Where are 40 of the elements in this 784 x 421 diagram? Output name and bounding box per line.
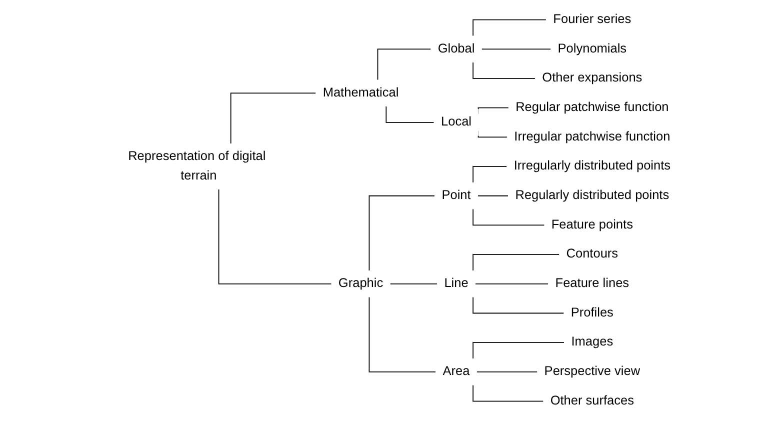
node-text: Contours: [566, 246, 618, 262]
node-text: Area: [442, 364, 470, 378]
node-text: Other expansions: [542, 70, 642, 86]
node-text: Profiles: [570, 305, 614, 320]
connector: [389, 283, 438, 284]
connector: [480, 48, 551, 50]
node-text: Irregular patchwise function: [514, 129, 670, 144]
node-text: Point: [442, 188, 471, 202]
node-text: Perspective view: [544, 364, 640, 378]
connector: [368, 195, 435, 271]
connector: [476, 371, 538, 372]
connector: [474, 283, 548, 284]
connector: [472, 19, 546, 36]
connector: [368, 296, 436, 372]
connector: [377, 48, 431, 80]
node-text: Graphic: [338, 276, 384, 290]
node-text: Polynomials: [558, 41, 626, 56]
node-text: Feature points: [551, 217, 633, 232]
connector: [472, 208, 545, 226]
connector: [477, 195, 508, 196]
node-text: Feature lines: [555, 276, 629, 290]
node-text: Mathematical: [322, 85, 399, 100]
connector: [230, 92, 316, 144]
node-text: Fourier series: [553, 12, 632, 26]
node-text: Global: [438, 41, 475, 56]
node-text: Representation of digital terrain: [128, 149, 266, 183]
connector: [472, 296, 564, 314]
node-text: Line: [444, 276, 468, 290]
connector: [472, 166, 507, 183]
connector: [386, 106, 434, 123]
node-text: Irregularly distributed points: [514, 158, 670, 174]
connector: [472, 62, 536, 79]
connector: [472, 254, 560, 271]
node-text: Regular patchwise function: [516, 100, 669, 114]
connector: [472, 342, 564, 359]
connector: [218, 189, 332, 284]
node-text: Other surfaces: [550, 393, 634, 408]
node-text: Images: [571, 334, 614, 350]
node-text: Regularly distributed points: [515, 188, 670, 202]
connector: [472, 384, 544, 402]
